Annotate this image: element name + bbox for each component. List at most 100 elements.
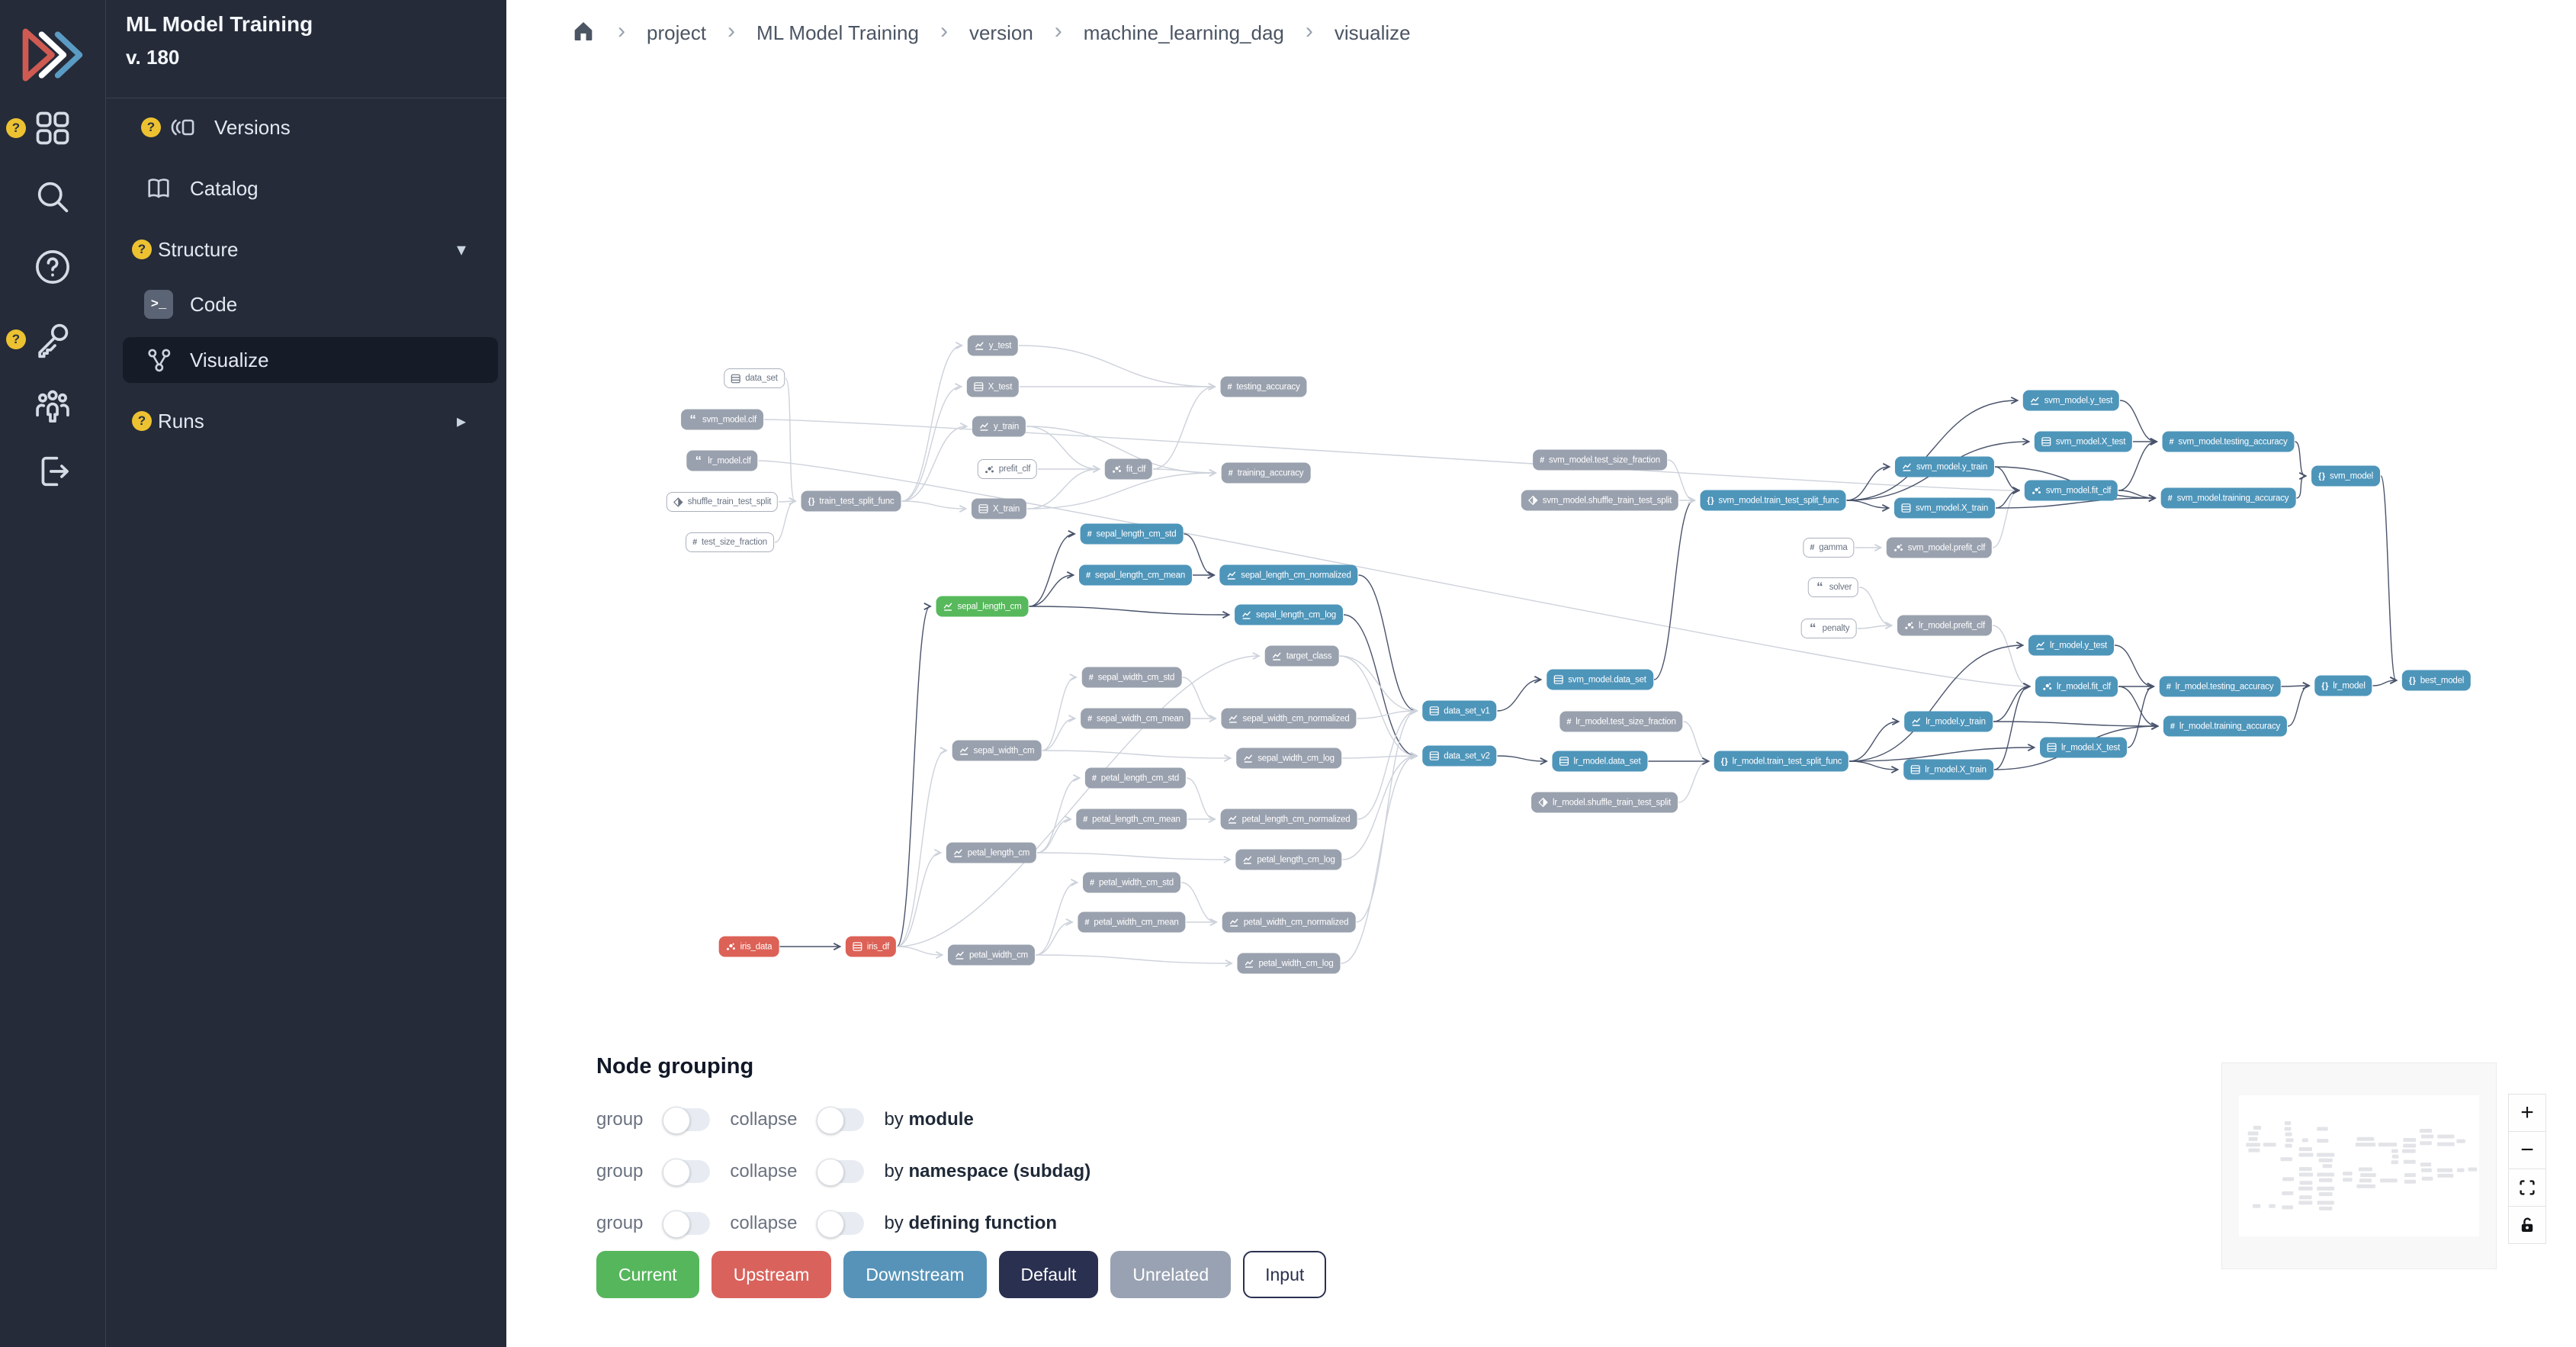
- key-icon[interactable]: [30, 317, 75, 362]
- dag-node[interactable]: { }lr_model.train_test_split_func: [1714, 751, 1849, 772]
- collapse-toggle[interactable]: [817, 1107, 865, 1134]
- dag-node[interactable]: svm_model.shuffle_train_test_split: [1521, 490, 1679, 511]
- dag-node[interactable]: lr_model.X_train: [1903, 759, 1993, 780]
- dag-node[interactable]: shuffle_train_test_split: [666, 492, 779, 512]
- dag-node[interactable]: y_train: [972, 416, 1026, 437]
- dag-node[interactable]: lr_model.y_test: [2028, 635, 2114, 656]
- dag-node[interactable]: { }svm_model.train_test_split_func: [1700, 490, 1846, 511]
- help-badge[interactable]: ?: [132, 411, 152, 431]
- dag-node[interactable]: data_set: [724, 368, 785, 388]
- collapse-toggle[interactable]: [817, 1159, 865, 1186]
- dag-node[interactable]: sepal_length_cm: [936, 596, 1029, 617]
- logout-icon[interactable]: [30, 448, 75, 494]
- dag-node[interactable]: data_set_v2: [1422, 745, 1497, 767]
- dag-node[interactable]: #svm_model.test_size_fraction: [1533, 449, 1667, 471]
- dag-node[interactable]: iris_df: [845, 936, 897, 957]
- dag-node[interactable]: #sepal_length_cm_std: [1080, 523, 1184, 545]
- app-logo-icon[interactable]: [17, 20, 87, 90]
- dag-node[interactable]: “lr_model.clf: [686, 450, 758, 471]
- chevron-down-icon[interactable]: ▾: [456, 239, 466, 260]
- sidebar-item-versions[interactable]: ?Versions: [141, 104, 291, 150]
- dag-node[interactable]: #sepal_width_cm_mean: [1081, 708, 1190, 729]
- help-badge[interactable]: ?: [6, 118, 26, 138]
- dag-node[interactable]: lr_model.fit_clf: [2035, 676, 2118, 697]
- dag-node[interactable]: svm_model.fit_clf: [2024, 480, 2118, 501]
- dag-node[interactable]: sepal_length_cm_log: [1235, 604, 1343, 625]
- dag-node[interactable]: #lr_model.training_accuracy: [2163, 715, 2288, 737]
- dag-node[interactable]: #svm_model.testing_accuracy: [2162, 431, 2295, 452]
- help-icon[interactable]: [30, 244, 75, 290]
- dag-node[interactable]: svm_model.prefit_clf: [1886, 537, 1993, 558]
- group-toggle[interactable]: [663, 1159, 711, 1186]
- legend-button-unrelated[interactable]: Unrelated: [1110, 1251, 1232, 1298]
- dag-node[interactable]: y_test: [967, 335, 1019, 356]
- help-badge[interactable]: ?: [6, 330, 26, 349]
- sidebar-item-code[interactable]: >_Code: [144, 281, 237, 327]
- dag-node[interactable]: { }best_model: [2401, 670, 2472, 691]
- dag-node[interactable]: petal_width_cm_normalized: [1222, 911, 1356, 933]
- users-icon[interactable]: [30, 384, 75, 429]
- dag-node[interactable]: svm_model.data_set: [1547, 669, 1653, 690]
- dag-node[interactable]: lr_model.shuffle_train_test_split: [1531, 792, 1678, 813]
- collapse-toggle[interactable]: [817, 1210, 865, 1238]
- minimap[interactable]: [2221, 1062, 2497, 1269]
- dag-node[interactable]: svm_model.y_test: [2022, 390, 2120, 411]
- dag-node[interactable]: sepal_width_cm_log: [1236, 747, 1341, 769]
- breadcrumb-item[interactable]: visualize: [1334, 21, 1411, 44]
- dag-node[interactable]: fit_clf: [1104, 458, 1153, 480]
- search-icon[interactable]: [30, 174, 75, 220]
- breadcrumb-item[interactable]: ML Model Training: [756, 21, 919, 44]
- dag-node[interactable]: lr_model.y_train: [1904, 711, 1993, 732]
- help-badge[interactable]: ?: [141, 117, 161, 137]
- dag-node[interactable]: #petal_length_cm_std: [1084, 767, 1187, 789]
- dag-node[interactable]: #sepal_length_cm_mean: [1078, 564, 1193, 586]
- dag-node[interactable]: petal_length_cm_normalized: [1220, 809, 1357, 830]
- fit-view-button[interactable]: [2508, 1169, 2546, 1207]
- dag-node[interactable]: sepal_length_cm_normalized: [1219, 564, 1358, 586]
- group-toggle[interactable]: [663, 1210, 711, 1238]
- dag-node[interactable]: petal_width_cm: [947, 944, 1036, 966]
- breadcrumb-item[interactable]: machine_learning_dag: [1083, 21, 1284, 44]
- dag-node[interactable]: “svm_model.clf: [681, 409, 763, 430]
- dag-node[interactable]: #training_accuracy: [1221, 462, 1311, 484]
- legend-button-default[interactable]: Default: [998, 1251, 1099, 1298]
- help-badge[interactable]: ?: [132, 240, 152, 259]
- breadcrumb-item[interactable]: version: [968, 21, 1033, 44]
- dag-node[interactable]: data_set_v1: [1422, 700, 1497, 722]
- dag-node[interactable]: { }lr_model: [2314, 675, 2372, 696]
- dag-node[interactable]: { }svm_model: [2311, 465, 2380, 487]
- legend-button-input[interactable]: Input: [1243, 1251, 1327, 1298]
- sidebar-item-visualize[interactable]: Visualize: [123, 337, 498, 383]
- dag-node[interactable]: #petal_length_cm_mean: [1076, 809, 1187, 830]
- dag-node[interactable]: svm_model.y_train: [1894, 456, 1995, 477]
- sidebar-item-runs[interactable]: ?Runs▸: [132, 398, 492, 444]
- dag-node[interactable]: #lr_model.testing_accuracy: [2159, 676, 2281, 697]
- dag-node[interactable]: X_test: [966, 376, 1020, 397]
- dag-node[interactable]: petal_width_cm_log: [1237, 953, 1341, 974]
- dag-node[interactable]: X_train: [971, 498, 1027, 519]
- unlock-button[interactable]: [2508, 1206, 2546, 1244]
- dag-node[interactable]: #petal_width_cm_mean: [1078, 911, 1186, 933]
- dag-node[interactable]: svm_model.X_test: [2034, 431, 2133, 452]
- zoom-out-button[interactable]: −: [2508, 1131, 2546, 1169]
- dag-node[interactable]: “solver: [1807, 577, 1859, 597]
- sidebar-item-catalog[interactable]: Catalog: [144, 166, 259, 211]
- dag-node[interactable]: lr_model.prefit_clf: [1897, 615, 1992, 636]
- dag-node[interactable]: petal_length_cm: [946, 842, 1037, 863]
- legend-button-current[interactable]: Current: [596, 1251, 699, 1298]
- dag-node[interactable]: #testing_accuracy: [1220, 376, 1307, 397]
- dag-node[interactable]: lr_model.X_test: [2040, 737, 2127, 758]
- dag-node[interactable]: #lr_model.test_size_fraction: [1559, 711, 1683, 732]
- group-toggle[interactable]: [663, 1107, 711, 1134]
- dag-node[interactable]: prefit_clf: [977, 459, 1038, 479]
- dag-node[interactable]: #sepal_width_cm_std: [1081, 667, 1182, 688]
- dag-node[interactable]: petal_length_cm_log: [1235, 849, 1342, 870]
- apps-icon[interactable]: [30, 105, 75, 151]
- dag-node[interactable]: #test_size_fraction: [686, 532, 774, 552]
- sidebar-item-structure[interactable]: ?Structure▾: [132, 227, 492, 272]
- legend-button-downstream[interactable]: Downstream: [843, 1251, 987, 1298]
- dag-node[interactable]: target_class: [1264, 645, 1339, 667]
- dag-node[interactable]: svm_model.X_train: [1893, 497, 1996, 519]
- dag-node[interactable]: { }train_test_split_func: [801, 490, 901, 512]
